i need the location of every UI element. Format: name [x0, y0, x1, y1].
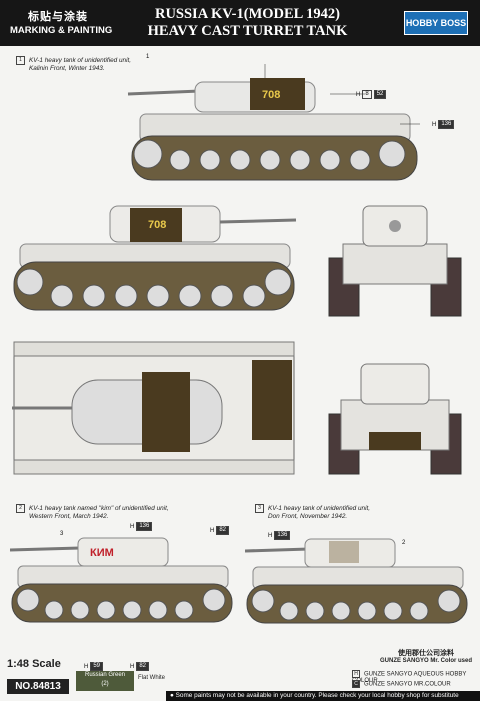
marking-painting-label: MARKING & PAINTING	[10, 25, 113, 36]
callout-3: 3	[60, 531, 64, 537]
tank-kim-side-view: КИМ	[10, 537, 233, 623]
paint-chip-russian-green: Russian Green(2)	[76, 671, 134, 691]
header-bar: 标贴与涂装 MARKING & PAINTING RUSSIA KV-1(MOD…	[0, 0, 480, 46]
panel-1-line-1: KV-1 heavy tank of unidentified unit,	[29, 57, 132, 65]
hobby-boss-logo: HOBBY BOSS	[404, 11, 468, 35]
footer-note: ● Some paints may not be available in yo…	[166, 691, 480, 701]
tank-side-view-1: 708	[127, 64, 420, 181]
tank-top-view	[12, 341, 295, 475]
title-line-1: RUSSIA KV-1(MODEL 1942)	[154, 6, 341, 22]
tank-rear-view	[328, 363, 462, 475]
callout-1: 1	[146, 54, 150, 60]
turret-number-708-b: 708	[148, 219, 166, 231]
model-number: NO.84813	[7, 679, 69, 694]
panel-1-number: 1	[16, 56, 25, 65]
tank-front-view	[328, 205, 462, 317]
tank-side-view-2: 708	[13, 205, 297, 311]
turret-number-708-a: 708	[262, 89, 280, 101]
cn-paint-note: 使用郡仕公司涂料	[398, 650, 454, 657]
callout-2: 2	[402, 540, 406, 546]
turret-slogan-kim: КИМ	[90, 547, 114, 559]
chinese-title: 标贴与涂装	[28, 11, 88, 23]
panel-1-caption: 1 KV-1 heavy tank of unidentified unit, K…	[16, 56, 131, 74]
paint-chip-flat-white: Flat White	[138, 675, 166, 681]
scale-label: 1:48 Scale	[7, 658, 61, 670]
gunze-used-note: GUNZE SANGYO Mr. Color used	[380, 658, 473, 664]
title-line-2: HEAVY CAST TURRET TANK	[147, 23, 348, 39]
tank-don-side-view	[245, 538, 468, 624]
page-title: RUSSIA KV-1(MODEL 1942) HEAVY CAST TURRE…	[125, 6, 370, 40]
panel-1-line-2: Kalinin Front, Winter 1943.	[29, 65, 105, 73]
